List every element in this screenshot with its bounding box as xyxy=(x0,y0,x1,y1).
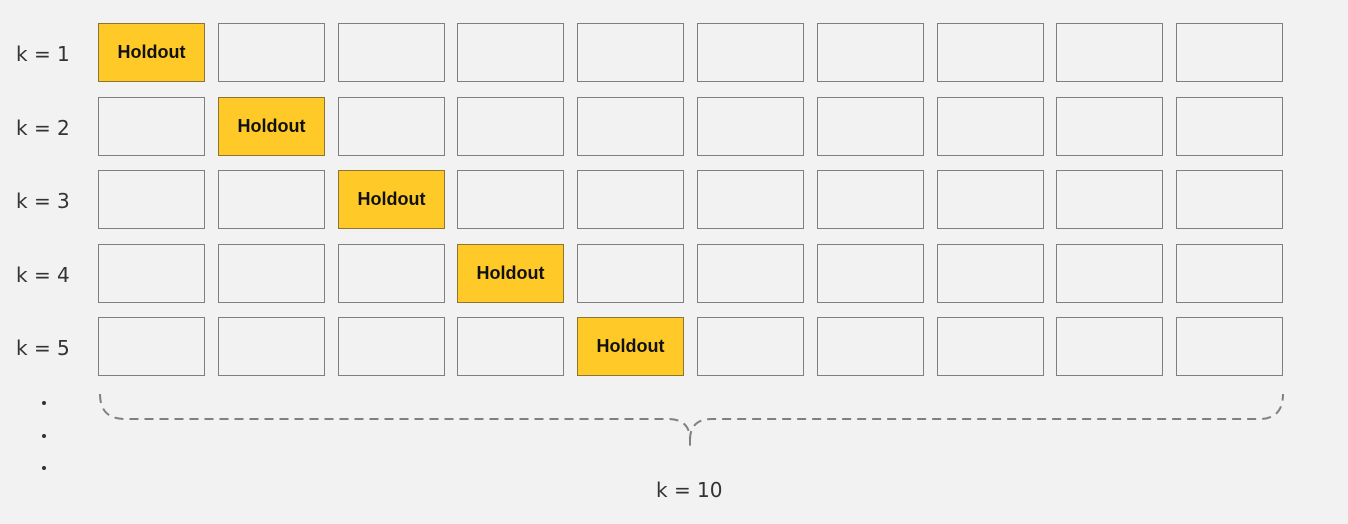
training-fold xyxy=(697,23,804,82)
training-fold xyxy=(1176,23,1283,82)
holdout-fold: Holdout xyxy=(457,244,564,303)
training-fold xyxy=(817,23,924,82)
holdout-fold: Holdout xyxy=(218,97,325,156)
training-fold xyxy=(98,317,205,376)
training-fold xyxy=(457,23,564,82)
training-fold xyxy=(1056,23,1163,82)
training-fold xyxy=(937,23,1044,82)
training-fold xyxy=(338,97,445,156)
training-fold xyxy=(1056,244,1163,303)
training-fold xyxy=(577,97,684,156)
training-fold xyxy=(697,97,804,156)
training-fold xyxy=(338,244,445,303)
training-fold xyxy=(937,170,1044,229)
training-fold xyxy=(937,97,1044,156)
training-fold xyxy=(1056,170,1163,229)
training-fold xyxy=(457,170,564,229)
training-fold xyxy=(218,317,325,376)
k-total-label: k = 10 xyxy=(656,478,723,502)
training-fold xyxy=(338,317,445,376)
holdout-fold: Holdout xyxy=(577,317,684,376)
training-fold xyxy=(817,97,924,156)
training-fold xyxy=(1176,170,1283,229)
training-fold xyxy=(937,317,1044,376)
ellipsis-dot xyxy=(42,434,46,438)
holdout-fold: Holdout xyxy=(98,23,205,82)
training-fold xyxy=(817,170,924,229)
row-label: k = 2 xyxy=(16,115,70,140)
training-fold xyxy=(1176,317,1283,376)
training-fold xyxy=(577,23,684,82)
training-fold xyxy=(577,170,684,229)
training-fold xyxy=(218,23,325,82)
row-label: k = 1 xyxy=(16,42,70,66)
training-fold xyxy=(218,170,325,229)
training-fold xyxy=(817,244,924,303)
training-fold xyxy=(338,23,445,82)
training-fold xyxy=(577,244,684,303)
training-fold xyxy=(697,244,804,303)
training-fold xyxy=(1176,97,1283,156)
row-label: k = 3 xyxy=(16,189,70,213)
training-fold xyxy=(697,170,804,229)
training-fold xyxy=(457,97,564,156)
training-fold xyxy=(98,170,205,229)
training-fold xyxy=(98,244,205,303)
training-fold xyxy=(937,244,1044,303)
holdout-fold: Holdout xyxy=(338,170,445,229)
row-label: k = 5 xyxy=(16,336,70,360)
ellipsis-dot xyxy=(42,466,46,470)
training-fold xyxy=(218,244,325,303)
training-fold xyxy=(697,317,804,376)
training-fold xyxy=(1056,317,1163,376)
row-label: k = 4 xyxy=(16,262,70,287)
training-fold xyxy=(1056,97,1163,156)
training-fold xyxy=(1176,244,1283,303)
ellipsis-dot xyxy=(42,401,46,405)
training-fold xyxy=(817,317,924,376)
training-fold xyxy=(98,97,205,156)
training-fold xyxy=(457,317,564,376)
brace-path xyxy=(99,393,1284,450)
